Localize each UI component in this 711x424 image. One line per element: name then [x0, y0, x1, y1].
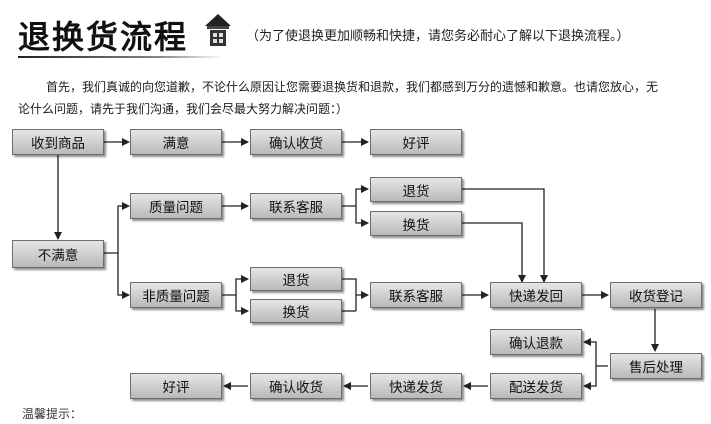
intro-line-2: 论什么问题，请先于我们沟通，我们会尽最大努力解决问题：） [18, 102, 349, 116]
node-non-quality-issue: 非质量问题 [130, 282, 222, 308]
intro-text: 首先，我们真诚的向您道歉，不论什么原因让您需要退换货和退款，我们都感到万分的遗憾… [18, 76, 694, 120]
node-receipt-register: 收货登记 [610, 282, 702, 308]
header: 退换货流程 （为了使退换更加顺畅和快捷，请您务必耐心了解以下退换流程。） [18, 10, 708, 58]
node-return-2: 退货 [250, 267, 342, 291]
node-not-satisfied: 不满意 [12, 240, 104, 268]
page-title: 退换货流程 [18, 18, 189, 56]
node-confirm-receipt-top: 确认收货 [250, 129, 342, 155]
node-after-sales: 售后处理 [610, 353, 702, 379]
node-exchange-2: 换货 [250, 299, 342, 323]
node-quality-issue: 质量问题 [130, 193, 222, 219]
node-contact-service-1: 联系客服 [250, 193, 342, 219]
node-received: 收到商品 [12, 129, 104, 155]
node-delivery-ship: 配送发货 [490, 373, 582, 399]
node-good-review-bottom: 好评 [130, 373, 222, 399]
node-contact-service-2: 联系客服 [370, 282, 462, 308]
node-express-ship: 快递发货 [370, 373, 462, 399]
node-express-send-back: 快递发回 [490, 282, 582, 308]
node-confirm-receipt-bottom: 确认收货 [250, 373, 342, 399]
tips-label: 温馨提示： [22, 407, 83, 421]
title-underline [18, 56, 223, 58]
node-satisfied: 满意 [130, 129, 222, 155]
node-exchange-1: 换货 [370, 211, 462, 236]
node-return-1: 退货 [370, 177, 462, 202]
node-good-review-top: 好评 [370, 129, 462, 155]
node-confirm-refund: 确认退款 [490, 329, 582, 355]
page-subtitle: （为了使退换更加顺畅和快捷，请您务必耐心了解以下退换流程。） [246, 29, 630, 44]
house-icon [205, 14, 231, 46]
intro-line-1: 首先，我们真诚的向您道歉，不论什么原因让您需要退换货和退款，我们都感到万分的遗憾… [46, 80, 659, 94]
